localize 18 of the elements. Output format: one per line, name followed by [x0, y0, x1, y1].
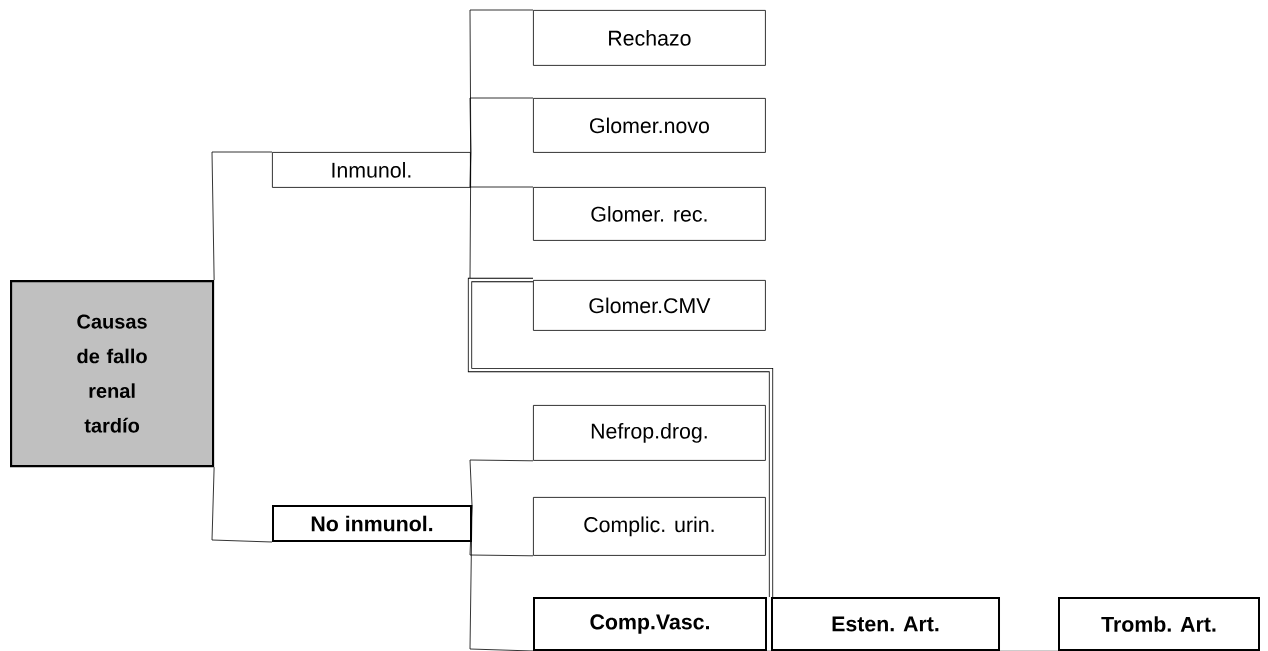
category-box: Rechazo [533, 10, 766, 66]
title-box: Causas de fallo renal tardío [10, 280, 215, 468]
category-box: Nefrop.drog. [533, 405, 766, 461]
category-box: Complic. urin. [533, 497, 766, 556]
category-box: Glomer.CMV [533, 280, 766, 331]
category-box: Tromb. Art. [1058, 597, 1260, 651]
category-box: Glomer. rec. [533, 187, 766, 241]
connector-line [211, 466, 273, 543]
category-box: Esten. Art. [771, 597, 1000, 651]
category-box: No inmunol. [272, 505, 472, 542]
connector-line [211, 151, 273, 281]
connector-line [469, 97, 534, 153]
connector-line [469, 459, 534, 506]
connector-line [469, 504, 534, 651]
connector-line [467, 277, 774, 597]
category-box: Glomer.novo [533, 98, 766, 153]
category-box: Comp.Vasc. [533, 597, 767, 651]
category-box: Inmunol. [272, 152, 471, 188]
